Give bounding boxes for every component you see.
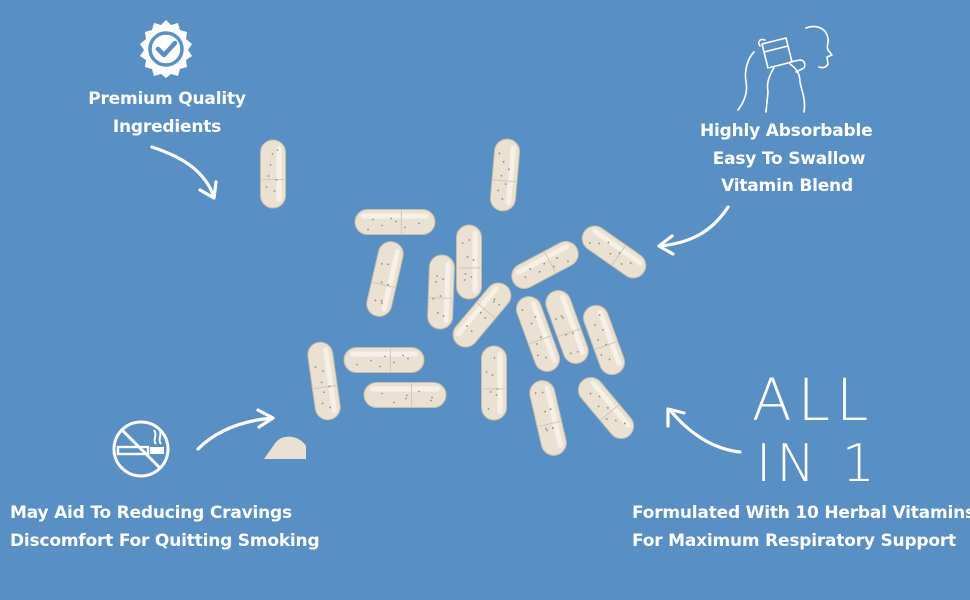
capsule-pill [577,376,635,440]
cravings-line-1: May Aid To Reducing Cravings [10,503,292,523]
capsule-pill [481,345,507,421]
capsule-pill [264,436,306,459]
verified-badge-icon [140,20,192,78]
arrow-formula-icon [666,407,742,454]
capsule-pill [307,341,341,421]
absorb-line-3: Vitamin Blend [721,176,853,196]
formula-line-2: For Maximum Respiratory Support [632,531,956,551]
drinking-person-icon [737,25,833,113]
capsule-pill [511,240,579,290]
all-in-one-headline-1: ALL [752,366,875,434]
capsule-pill [427,254,455,330]
capsule-pill [354,209,436,235]
arrow-absorb-icon [657,205,730,256]
capsule-pill [363,382,447,408]
capsule-pill [529,380,567,456]
quality-line-2: Ingredients [112,117,222,137]
capsule-pill [545,290,589,364]
no-smoking-icon [112,420,170,478]
capsule-pill [456,224,482,300]
capsule-pill [489,138,521,212]
capsule-pill [366,241,404,317]
absorb-line-1: Highly Absorbable [700,121,873,141]
capsule-pill [343,347,425,373]
absorb-line-2: Easy To Swallow [712,149,866,169]
formula-line-1: Formulated With 10 Herbal Vitamins [632,503,970,523]
capsule-pill [452,282,512,348]
all-in-one-headline-2: IN 1 [756,434,880,494]
capsule-pill [582,304,626,376]
capsule-pill [581,225,647,279]
quality-line-1: Premium Quality [88,89,246,109]
arrow-cravings-icon [196,408,275,451]
cravings-line-2: Discomfort For Quitting Smoking [10,531,320,551]
capsule-pill [515,296,561,372]
arrow-quality-icon [150,145,218,200]
capsule-pill [260,139,286,209]
